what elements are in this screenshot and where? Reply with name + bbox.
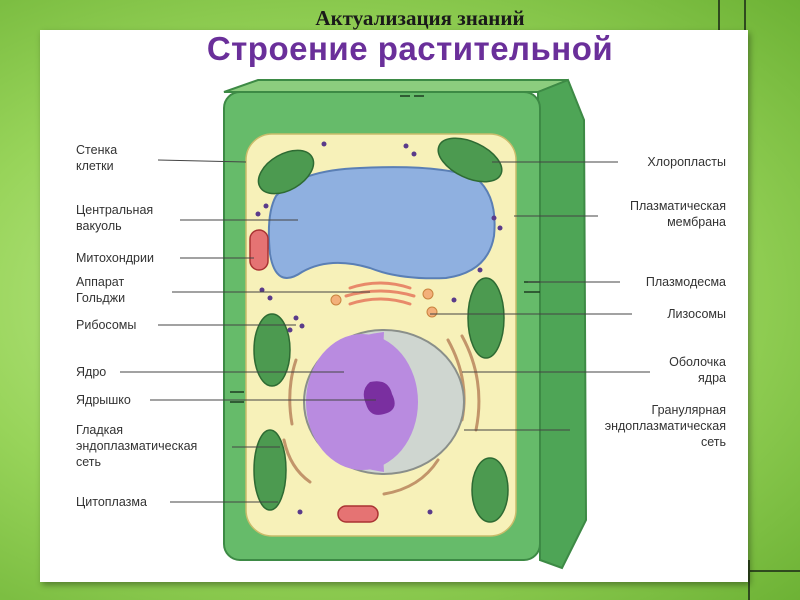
- slide-kicker: Актуализация знаний: [315, 6, 525, 30]
- leader-lines: [120, 159, 650, 503]
- decor-line-bottom: [700, 570, 800, 572]
- label-ribosomes: Рибосомы: [76, 318, 136, 332]
- label-nucleus: Ядро: [76, 365, 106, 379]
- plasmodesma: [230, 95, 540, 403]
- slide-title: Строение растительной: [206, 30, 614, 67]
- label-cytoplasm: Цитоплазма: [76, 495, 147, 509]
- nucleolus: [363, 381, 395, 415]
- label-chloroplasts: Хлоропласты: [647, 155, 726, 169]
- decor-line-right-2: [744, 0, 746, 30]
- nucleus: [303, 329, 465, 475]
- rough-er: [282, 334, 481, 496]
- label-plasmodesma: Плазмодесма: [646, 275, 726, 289]
- ribosomes: [255, 141, 503, 515]
- mitochondria: [249, 229, 379, 523]
- decor-line-bottom-v: [748, 560, 750, 600]
- label-mitochondria: Митохондрии: [76, 251, 154, 265]
- central-vacuole: [267, 166, 496, 280]
- golgi-apparatus: [344, 281, 416, 306]
- label-nucleolus: Ядрышко: [76, 393, 131, 407]
- decor-line-right: [718, 0, 720, 58]
- label-lysosomes: Лизосомы: [667, 307, 726, 321]
- chloroplasts: [253, 137, 509, 523]
